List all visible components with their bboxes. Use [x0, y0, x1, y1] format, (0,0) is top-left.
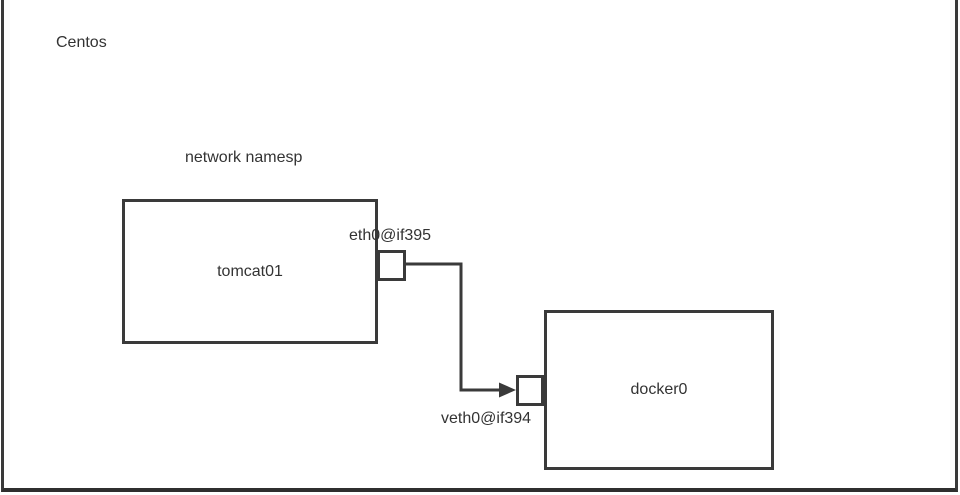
port-eth0-label: eth0@if395	[349, 227, 432, 244]
host-label: Centos	[56, 34, 107, 51]
node-docker0-label: docker0	[630, 381, 688, 398]
port-veth0	[516, 375, 544, 406]
node-docker0: docker0	[544, 310, 774, 470]
node-tomcat01: tomcat01	[122, 199, 378, 344]
port-eth0	[377, 250, 406, 281]
namespace-label: network namesp	[185, 149, 303, 166]
node-tomcat01-label: tomcat01	[217, 262, 283, 280]
port-veth0-label: veth0@if394	[441, 410, 532, 427]
